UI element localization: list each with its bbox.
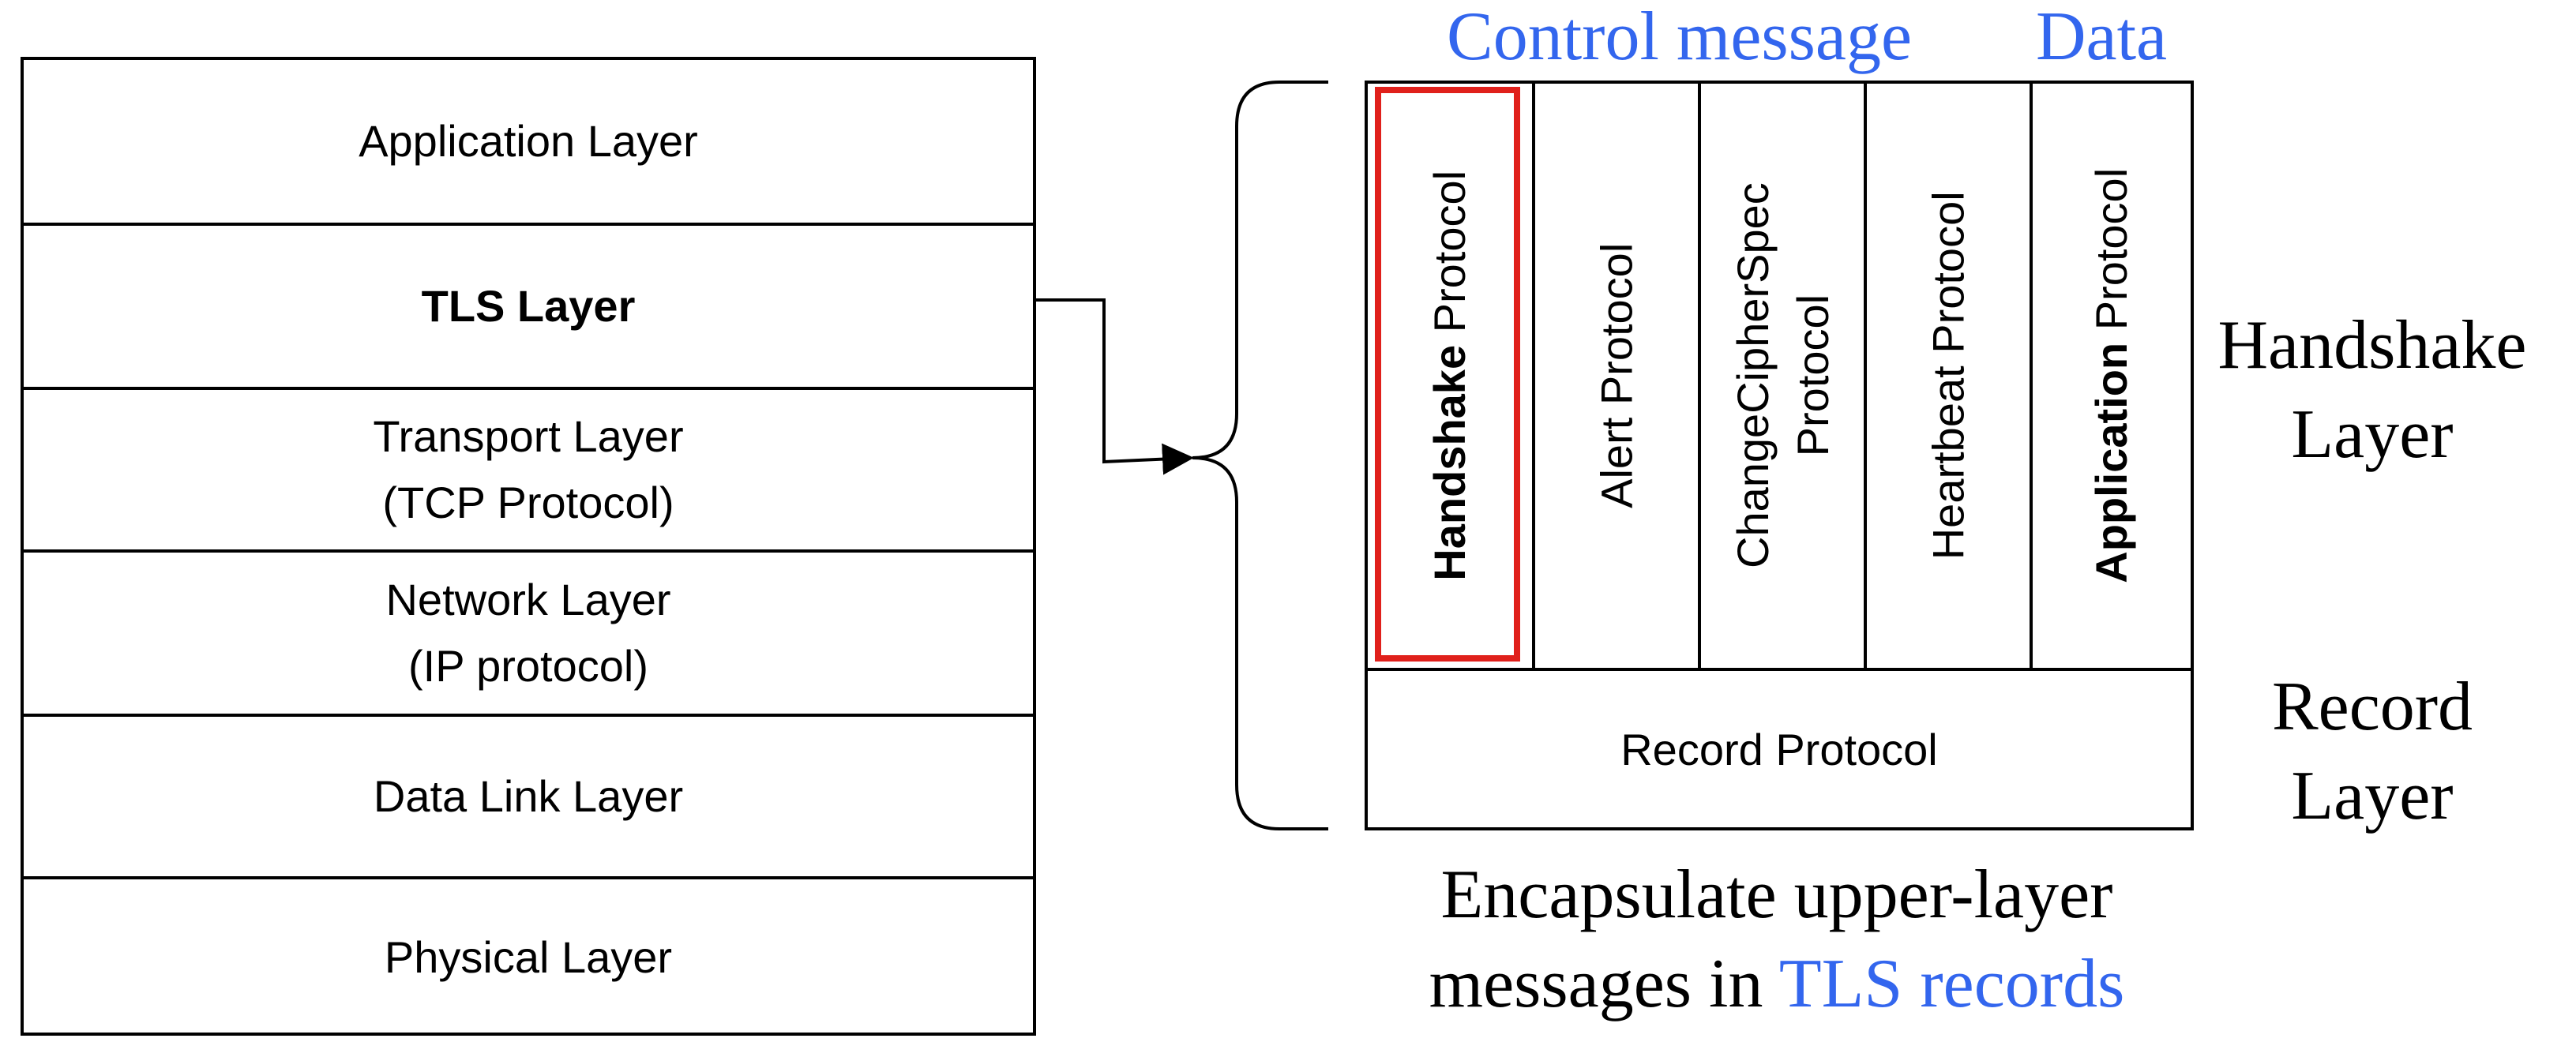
changecipherspec-protocol-column: ChangeCipherSpec Protocol	[1698, 84, 1864, 668]
network-layer: Network Layer (IP protocol)	[24, 549, 1033, 714]
application-layer: Application Layer	[359, 116, 698, 166]
record-protocol-row: Record Protocol	[1368, 668, 2191, 827]
transport-layer-line-1: Transport Layer	[373, 411, 684, 461]
heartbeat-protocol-column: Heartbeat Protocol	[1864, 84, 2030, 668]
physical-layer: Physical Layer	[24, 876, 1033, 1036]
network-layer-line-1: Network Layer	[385, 575, 671, 624]
transport-layer-line-2: (TCP Protocol)	[382, 478, 674, 527]
heartbeat-protocol-label: Heartbeat Protocol	[1923, 191, 1973, 560]
record-layer-label: Record Layer	[2271, 669, 2473, 834]
application-protocol-column: Application Protocol	[2030, 84, 2191, 668]
curly-brace	[1192, 81, 1328, 830]
tls-layer: TLS Layer	[24, 223, 1033, 387]
network-layer-line-2: (IP protocol)	[408, 641, 648, 691]
changecipherspec-protocol-label: ChangeCipherSpec Protocol	[1727, 182, 1837, 569]
application-protocol-label: Application Protocol	[2086, 168, 2137, 583]
data-label: Data	[2036, 0, 2168, 75]
encapsulation-caption: Encapsulate upper-layer messages in TLS …	[1429, 856, 2125, 1022]
network-layer-stack: Application Layer TLS Layer Transport La…	[21, 57, 1036, 1036]
control-message-label: Control message	[1447, 0, 1913, 75]
connector-arrow	[1036, 298, 1194, 475]
data-link-layer: Data Link Layer	[24, 714, 1033, 876]
alert-protocol-label: Alert Protocol	[1591, 242, 1642, 509]
alert-protocol-column: Alert Protocol	[1532, 84, 1698, 668]
handshake-layer-label: Handshake Layer	[2217, 307, 2527, 473]
tls-protocol-block: Handshake Protocol Alert Protocol Change…	[1365, 81, 2194, 830]
transport-layer: Transport Layer (TCP Protocol)	[24, 387, 1033, 549]
handshake-highlight-box	[1375, 87, 1520, 662]
